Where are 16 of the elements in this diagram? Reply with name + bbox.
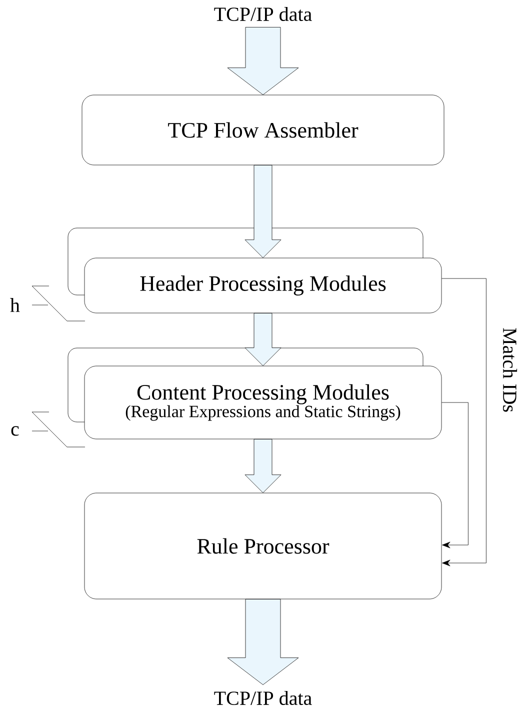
data-label: TCP/IP data — [214, 6, 312, 22]
data-label: TCP/IP data — [214, 690, 312, 706]
switch-label: c — [11, 426, 19, 436]
block-arrow — [227, 599, 299, 685]
process-box: TCP Flow Assembler — [82, 94, 444, 166]
process-box: Header Processing Modules — [84, 258, 442, 314]
process-box: Rule Processor — [84, 492, 442, 600]
block-arrow — [244, 313, 282, 366]
process-box: Content Processing Modules (Regular Expressions and Static Strings) — [84, 366, 442, 440]
connector-arrow — [442, 402, 468, 548]
switch-label: h — [10, 298, 20, 312]
edge-label: Match IDs — [502, 326, 518, 414]
block-arrow — [244, 165, 282, 258]
block-arrow — [227, 27, 299, 95]
connector-arrow — [442, 278, 486, 566]
block-arrow — [244, 439, 282, 493]
